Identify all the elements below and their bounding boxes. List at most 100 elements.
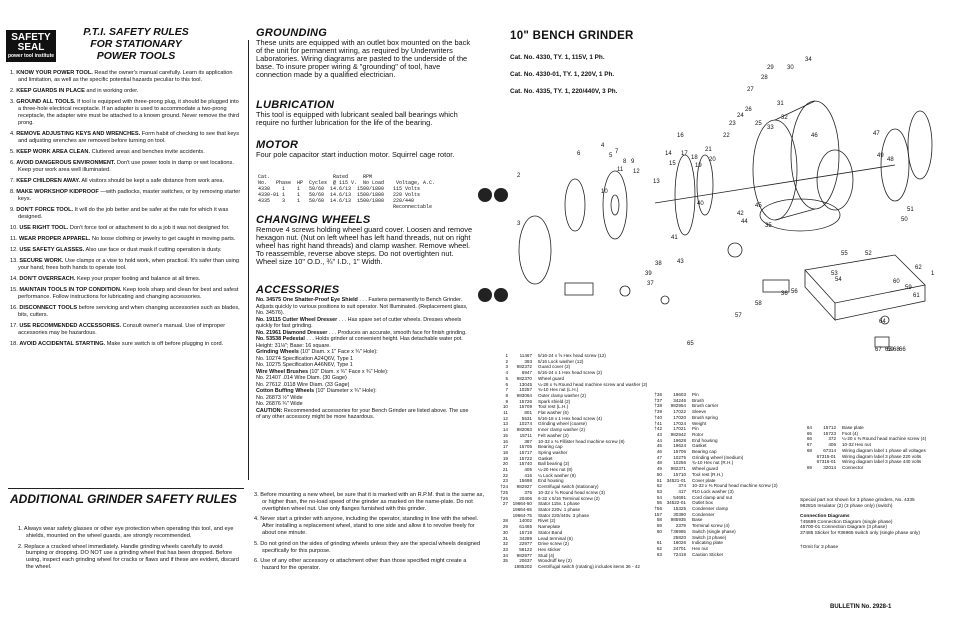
part-ref: 19: [502, 455, 508, 461]
main-title: 10" BENCH GRINDER: [510, 30, 634, 42]
part-number: 982063: [516, 427, 532, 433]
part-number: 19624: [673, 443, 686, 449]
accessory-text: No. 21407 .014 Wire Diam. (30 Gage): [256, 375, 347, 381]
part-ref: 58: [656, 517, 662, 523]
rule-item: 5. KEEP WORK AREA CLEAN. Cluttered areas…: [10, 149, 242, 156]
part-ref: 11: [503, 410, 508, 416]
rule-heading: KNOW YOUR POWER TOOL.: [16, 70, 93, 76]
rule-number: 14.: [10, 276, 18, 282]
diagram-callout: 67: [875, 347, 882, 353]
grounding-text: These units are equipped with an outlet …: [256, 38, 471, 79]
part-ref: †40: [654, 414, 662, 420]
part-description: End housing: [692, 437, 718, 443]
part-description: 10-32 x ⅜ Fillister head machine screw (…: [538, 438, 625, 444]
accessory-line: No. 26876 ¾" Wide: [256, 401, 474, 408]
part-number: 16026: [673, 540, 686, 546]
additional-rules-right: 3. Before mounting a new wheel, be sure …: [254, 492, 484, 576]
part-number: 393: [524, 358, 532, 364]
part-ref: 1: [505, 353, 508, 358]
part-ref: 14: [502, 427, 508, 433]
part-description: Condenser clamp: [692, 506, 729, 512]
part-description: Stator 220v. 1 phase: [538, 506, 581, 512]
part-number: 985935: [670, 517, 686, 523]
part-number: 34246: [673, 397, 686, 403]
connection-item: 37485 Sticker for #36965 switch only (si…: [800, 530, 920, 536]
rule-heading: USE SAFETY GLASSES.: [19, 247, 85, 253]
changing-wheels-section: CHANGING WHEELS Remove 4 screws holding …: [256, 214, 474, 266]
part-description: 5/16-18 x 1 Hex head screw (4): [538, 415, 603, 421]
part-number: 15325: [673, 506, 686, 512]
part-description: Terminal screw (4): [692, 523, 730, 529]
part-description: Drive screw (2): [538, 541, 569, 547]
part-number: 2379: [675, 523, 686, 529]
additional-rules-title: ADDITIONAL GRINDER SAFETY RULES: [10, 492, 237, 506]
rule-text: before servicing and when changing acces…: [18, 305, 240, 318]
rule-number: 4.: [254, 516, 259, 523]
part-ref: 45: [656, 443, 662, 449]
part-description: Grinding wheel (medium): [692, 454, 744, 460]
part-number: 32014: [823, 464, 836, 470]
part-description: Centrifugal switch (stationary): [538, 484, 599, 490]
rule-heading: SECURE WORK.: [19, 258, 64, 264]
motor-section: MOTOR Four pole capacitor start inductio…: [256, 139, 474, 159]
accessory-line: No. 19115 Cutter Wheel Dresser . . . Has…: [256, 317, 474, 330]
diagram-callout: 35: [765, 223, 772, 229]
rule-text: Always wear safety glasses or other eye …: [23, 526, 234, 539]
part-number: 15712: [823, 425, 836, 430]
part-ref: 52: [656, 483, 662, 489]
rule-number: 15.: [10, 287, 18, 293]
part-description: Condenser: [692, 511, 715, 517]
part-description: 5/16-24 x 1 Hex head screw (2): [538, 370, 603, 376]
part-number: 15705: [519, 444, 532, 450]
part-number: 982927: [516, 484, 532, 490]
accessory-line: No. 34575 One Shatter-Proof Eye Shield .…: [256, 297, 474, 317]
rule-number: 6.: [10, 160, 15, 166]
motor-title: MOTOR: [256, 139, 299, 151]
diagram-callout: 31: [777, 101, 784, 107]
rule-text: Use of any other accessory or attachment…: [260, 558, 467, 572]
part-description: Caution Sticker: [692, 551, 724, 557]
part-number: 19664-75: [512, 512, 532, 518]
accessory-text: . . . Has spare set of cutter wheels. Dr…: [256, 316, 462, 330]
rule-heading: REMOVE ADJUSTING KEYS AND WRENCHES.: [16, 131, 141, 137]
part-ref: †24: [500, 484, 508, 490]
part-number: 375: [524, 489, 532, 495]
rule-heading: DON'T OVERREACH.: [19, 276, 76, 282]
diagram-callout: 44: [741, 219, 748, 225]
rule-heading: USE RECOMMENDED ACCESSORIES.: [19, 323, 122, 329]
accessory-text: No. 26876 ¾" Wide: [256, 401, 303, 407]
diagram-callout: 66: [899, 347, 906, 353]
connection-item: 45700-01 Connection Diagram (3 phase): [800, 525, 887, 531]
part-number: †36965: [670, 528, 686, 534]
part-ref: 6: [505, 381, 508, 387]
part-number: 801: [524, 410, 532, 416]
accessories-list: No. 34575 One Shatter-Proof Eye Shield .…: [256, 297, 474, 421]
diagram-callout: 40: [697, 201, 704, 207]
punch-hole: [478, 188, 492, 202]
rule-text: —with padlocks, master switches, or by r…: [18, 189, 241, 202]
rule-text: Before mounting a new wheel, be sure tha…: [260, 492, 484, 512]
diagram-callout: 10: [601, 189, 608, 195]
diagram-callout: 29: [767, 65, 774, 71]
rule-heading: MAINTAIN TOOLS IN TOP CONDITION.: [19, 287, 122, 293]
diagram-callout: 33: [767, 125, 774, 131]
part-ref: 49: [656, 466, 662, 472]
accessories-title-wrap: ACCESSORIES: [256, 284, 474, 296]
catalog-number: Cat. No. 4330-01, TY. 1, 220V, 1 Ph.: [510, 71, 615, 78]
accessory-text: . . . Produces an accurate, smooth face …: [327, 329, 467, 336]
accessory-text: No. 26873 ½" Wide: [256, 394, 303, 401]
additional-rules-left: 1. Always wear safety glasses or other e…: [18, 526, 242, 575]
part-number: 54691: [673, 494, 686, 500]
accessory-line: Cotton Buffing Wheels (10" Diameter x ¾"…: [256, 388, 474, 395]
accessory-text: . . . Holds grinder at convenient height…: [256, 336, 463, 349]
diagram-callout: 16: [677, 133, 684, 139]
diagram-callout: 6: [577, 151, 581, 157]
part-description: Stator 220/440v. 3 phase: [538, 512, 589, 518]
part-description: Stator Band: [538, 529, 563, 535]
